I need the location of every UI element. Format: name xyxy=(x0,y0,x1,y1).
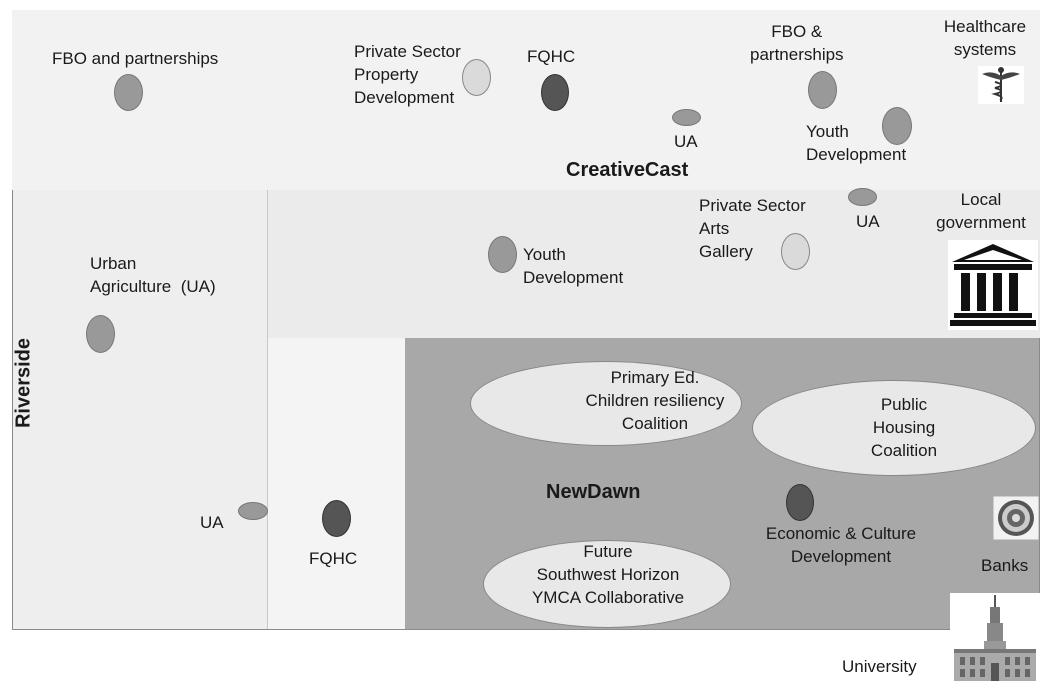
region-title-creativecast: CreativeCast xyxy=(566,159,689,181)
node-label-fbo-partnerships-right: FBO & partnerships xyxy=(750,22,844,64)
coalition-label-future-southwest: Future Southwest Horizon YMCA Collaborat… xyxy=(531,542,685,607)
university-building-icon xyxy=(950,593,1040,687)
node-label-ua-top: UA xyxy=(674,132,698,151)
stakeholder-label-healthcare: Healthcare systems xyxy=(943,17,1027,59)
caduceus-icon xyxy=(978,66,1024,104)
node-label-ua-riverside: UA xyxy=(200,513,224,532)
node-label-private-sector-arts: Private Sector Arts Gallery xyxy=(699,196,806,261)
region-riverside-fqhc xyxy=(268,338,405,629)
node-dot-urban-agriculture xyxy=(86,315,115,353)
node-dot-youth-dev-mid xyxy=(488,236,517,273)
node-dot-private-sector-arts xyxy=(781,233,810,270)
coalition-label-primary-ed: Primary Ed. Children resiliency Coalitio… xyxy=(585,368,725,433)
node-label-fqhc-bottom: FQHC xyxy=(309,549,358,568)
government-building-icon xyxy=(948,240,1038,330)
node-dot-youth-dev-top xyxy=(882,107,912,145)
node-label-ua-mid: UA xyxy=(856,212,880,231)
node-dot-fqhc-bottom xyxy=(322,500,351,537)
node-dot-fqhc-top xyxy=(541,74,569,111)
node-dot-fbo-partnerships-right xyxy=(808,71,837,109)
stakeholder-label-university: University xyxy=(842,657,917,676)
node-dot-economic-culture xyxy=(786,484,814,521)
node-label-fbo-partnerships-left: FBO and partnerships xyxy=(52,49,219,68)
region-creativecast-lower xyxy=(268,190,1040,338)
region-riverside xyxy=(13,190,268,629)
node-dot-ua-top xyxy=(672,109,701,126)
node-label-economic-culture: Economic & Culture Development xyxy=(765,524,917,566)
node-label-youth-dev-top: Youth Development xyxy=(806,122,907,164)
node-dot-private-sector-property xyxy=(462,59,491,96)
region-title-riverside: Riverside xyxy=(12,337,35,429)
node-label-private-sector-property: Private Sector Property Development xyxy=(354,42,461,107)
node-dot-ua-mid xyxy=(848,188,877,206)
node-label-fqhc-top: FQHC xyxy=(527,47,576,66)
node-dot-ua-riverside xyxy=(238,502,268,520)
coalition-oval-public-housing xyxy=(752,380,1036,476)
node-label-urban-agriculture: Urban Agriculture (UA) xyxy=(90,254,216,296)
region-creativecast-top xyxy=(12,10,1040,190)
coalition-oval-future-southwest xyxy=(483,540,731,628)
stakeholder-label-local-government: Local government xyxy=(936,190,1026,232)
coalition-label-public-housing: Public Housing Coalition xyxy=(870,395,938,460)
node-label-youth-dev-mid: Youth Development xyxy=(523,245,624,287)
bank-seal-icon xyxy=(992,495,1040,541)
region-title-newdawn: NewDawn xyxy=(546,481,641,503)
node-dot-fbo-partnerships-left xyxy=(114,74,143,111)
stakeholder-label-banks: Banks xyxy=(981,556,1029,575)
coalition-oval-primary-ed xyxy=(470,361,742,446)
